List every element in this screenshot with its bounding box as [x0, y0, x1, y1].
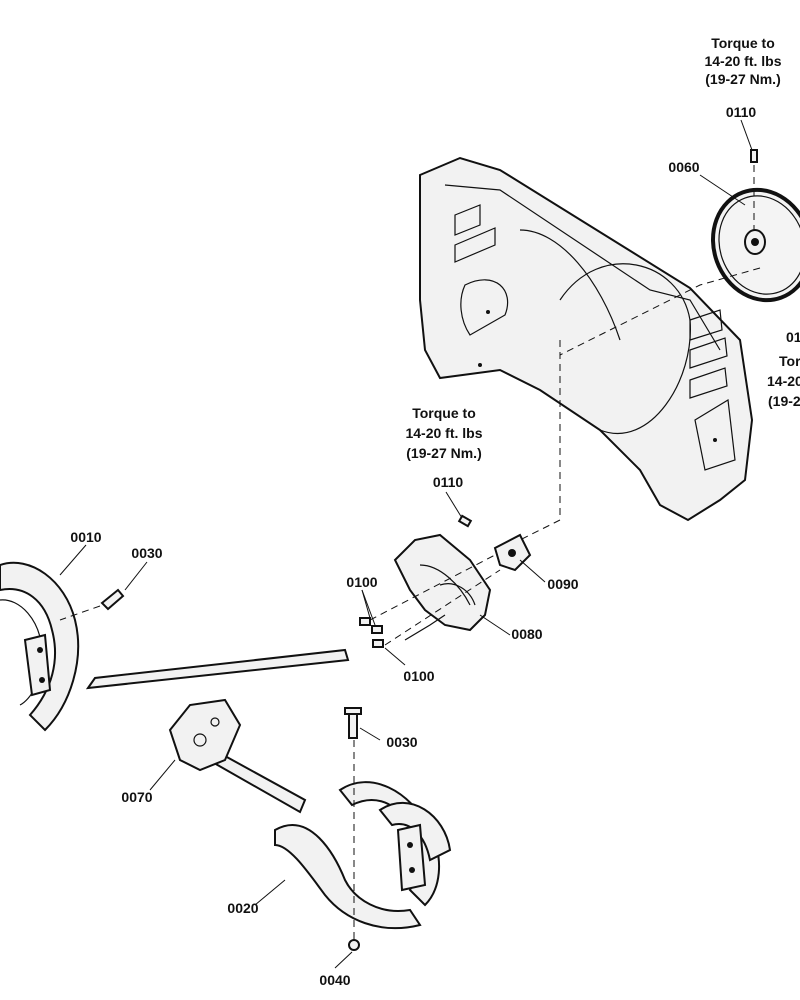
label-0030-top: 0030: [131, 545, 162, 561]
torque-note-top-line1: Torque to: [711, 35, 775, 51]
torque-note-right-line3: (19-2: [768, 393, 800, 409]
label-0090: 0090: [547, 576, 578, 592]
label-0010: 0010: [70, 529, 101, 545]
leader-lines: [59, 119, 753, 969]
auger-shaft: [85, 648, 350, 814]
alignment-lines: [59, 165, 761, 940]
nut-0040: [348, 939, 360, 951]
torque-note-top-line2: 14-20 ft. lbs: [704, 53, 781, 69]
label-0100-bottom: 0100: [403, 668, 434, 684]
bolt-0030-top: [100, 588, 125, 611]
label-0110-mid: 0110: [433, 474, 464, 490]
label-0030-bottom: 0030: [386, 734, 417, 750]
screw-0110-top: [750, 149, 758, 163]
torque-note-right-line1: Torq: [779, 353, 800, 369]
torque-note-right-partial: Torq 14-20 (19-2: [767, 353, 800, 409]
label-0100-top: 0100: [346, 574, 377, 590]
label-0020: 0020: [227, 900, 258, 916]
impeller-gear-assembly: [393, 533, 492, 641]
torque-note-middle-line1: Torque to: [412, 405, 476, 421]
label-01-partial: 01: [786, 329, 800, 345]
part-labels: 0010 0030 0100 0100 0110 0090 0080 0110 …: [70, 104, 800, 988]
bolts-0100: [359, 617, 384, 648]
label-0060: 0060: [668, 159, 699, 175]
label-0110-top: 0110: [726, 104, 757, 120]
torque-note-right-line2: 14-20: [767, 373, 800, 389]
label-0070: 0070: [121, 789, 152, 805]
pulley: [710, 187, 800, 303]
label-0040: 0040: [319, 972, 350, 988]
torque-note-middle-line2: 14-20 ft. lbs: [405, 425, 482, 441]
screw-0110-mid: [457, 514, 473, 528]
torque-note-top-line3: (19-27 Nm.): [705, 71, 780, 87]
auger-left: [0, 561, 80, 732]
auger-right: [274, 781, 452, 930]
label-0080: 0080: [511, 626, 542, 642]
auger-housing: [419, 156, 754, 522]
torque-note-middle-line3: (19-27 Nm.): [406, 445, 481, 461]
bolt-0030-bottom: [344, 707, 362, 739]
torque-note-middle: Torque to 14-20 ft. lbs (19-27 Nm.): [405, 405, 482, 461]
torque-note-top: Torque to 14-20 ft. lbs (19-27 Nm.): [704, 35, 781, 87]
